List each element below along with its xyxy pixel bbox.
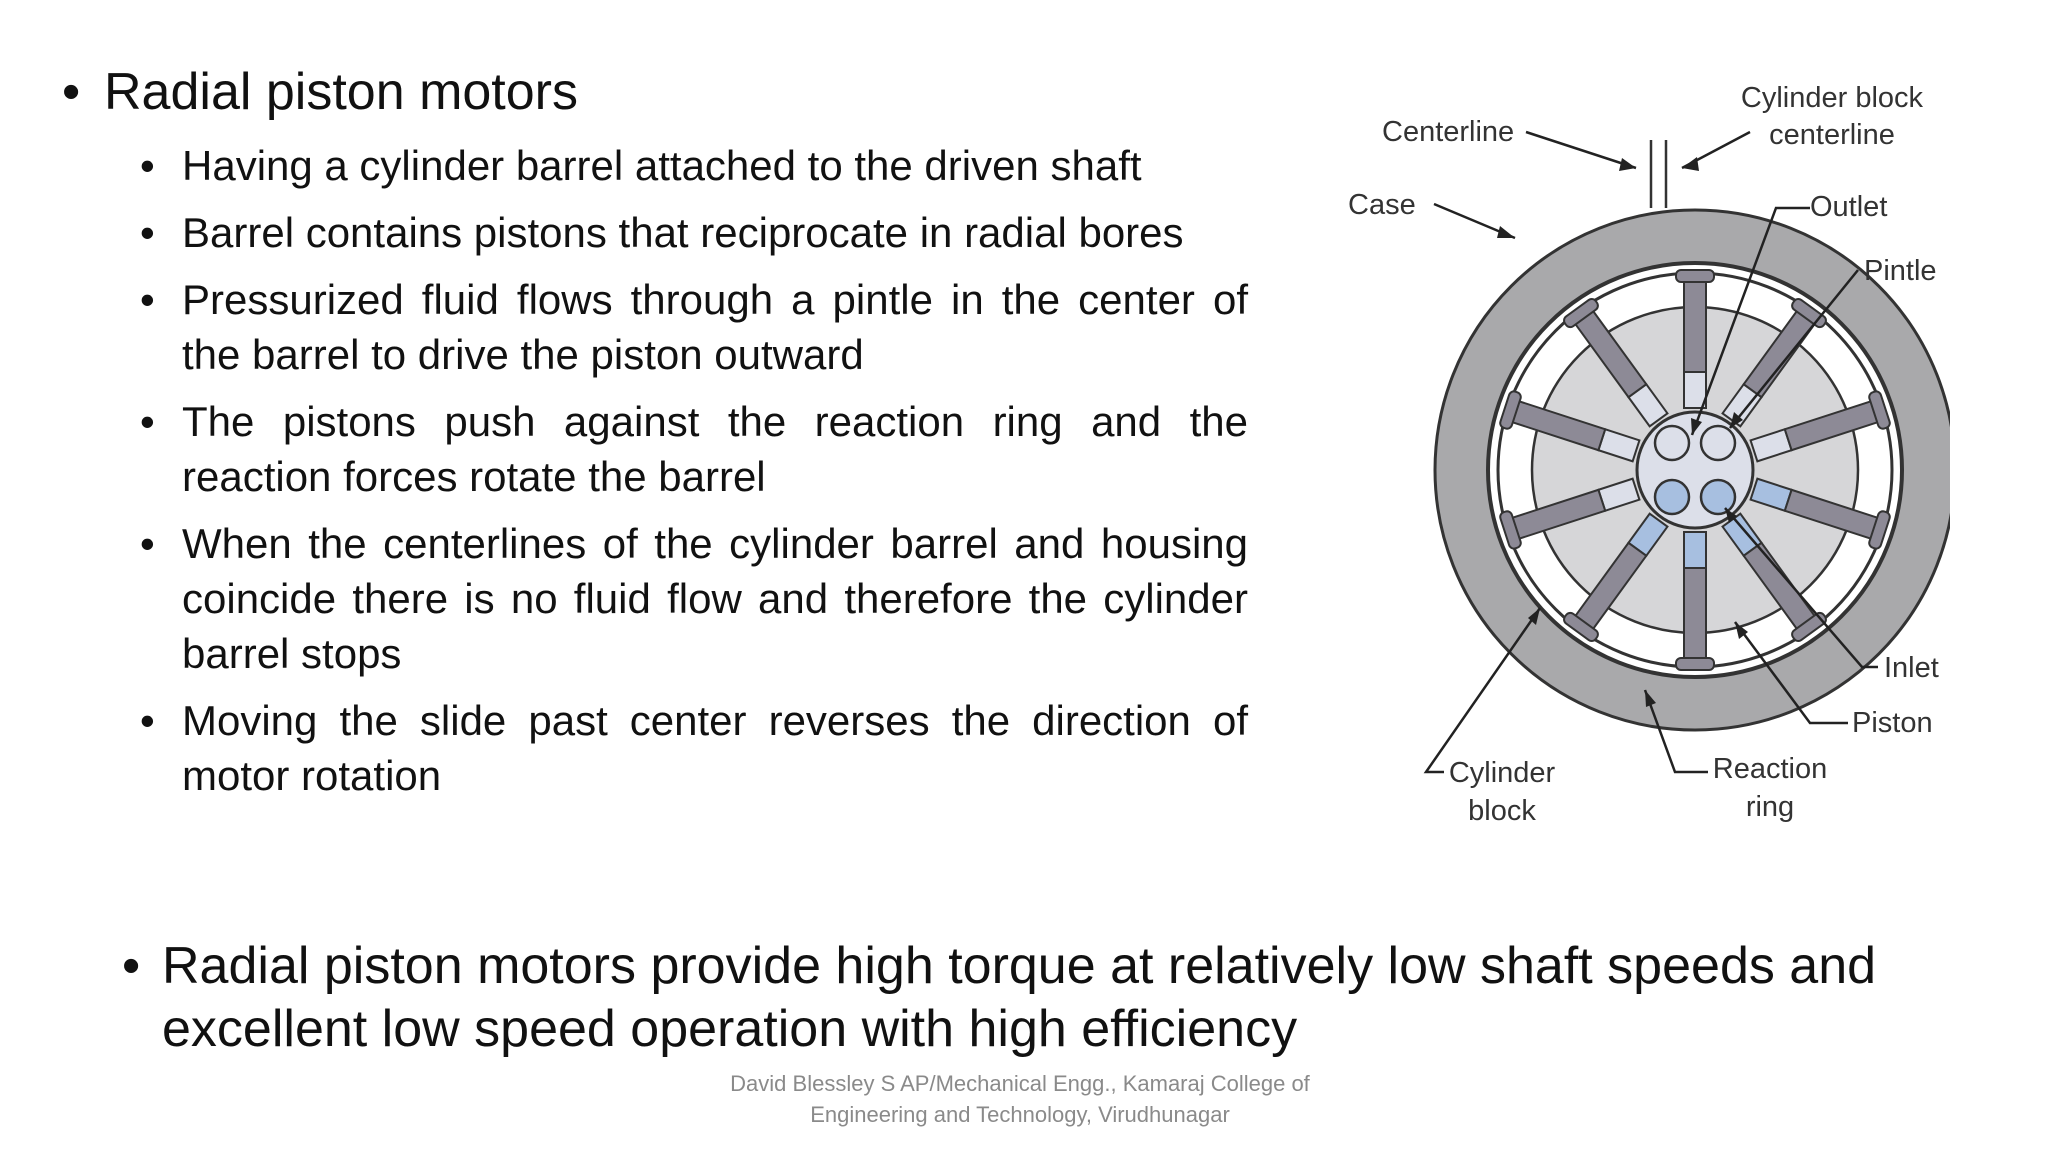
label-inlet: Inlet: [1884, 652, 1939, 684]
footer-line-2: Engineering and Technology, Virudhunagar: [810, 1102, 1230, 1127]
bullet-dot: •: [140, 697, 155, 744]
arrowhead: [1735, 622, 1748, 639]
piston-shoe: [1675, 269, 1715, 283]
radial-piston-motor-diagram: Centerline Cylinder block centerline Cas…: [1348, 82, 1950, 827]
arrowhead: [1725, 508, 1737, 523]
label-cylinder-block-centerline: centerline: [1769, 119, 1895, 151]
sub-bullet: • Moving the slide past center reverses t…: [140, 693, 1248, 803]
bullet-dot: •: [140, 142, 155, 189]
label-piston: Piston: [1852, 707, 1933, 739]
arrowhead: [1497, 226, 1515, 238]
sub-bullet: • Having a cylinder barrel attached to th…: [140, 138, 1248, 193]
cylinder-bore-fluid: [1683, 531, 1707, 569]
leader-outlet: [1690, 206, 1810, 436]
leader-inlet: [1724, 507, 1878, 669]
label-case: Case: [1348, 189, 1416, 221]
label-reaction-ring: Reaction: [1713, 753, 1827, 785]
pintle-port-outlet-left: [1653, 424, 1691, 462]
motor-drawing: [1433, 208, 1950, 732]
arrowhead: [1730, 412, 1743, 428]
leader-lines: [1423, 130, 1878, 774]
sub-bullet: • When the centerlines of the cylinder ba…: [140, 516, 1248, 681]
piston: [1683, 279, 1707, 373]
arrowhead: [1682, 157, 1699, 171]
leader-cylinder-block: [1423, 607, 1542, 774]
sub-bullet-text: Pressurized fluid flows through a pintle…: [182, 276, 1248, 378]
slide-footer: David Blessley S AP/Mechanical Engg., Ka…: [640, 1068, 1400, 1130]
piston-shoe: [1868, 390, 1891, 430]
label-outlet: Outlet: [1810, 191, 1887, 223]
piston-shoe: [1499, 510, 1522, 550]
leader-centerline: [1525, 130, 1637, 170]
arrowhead: [1619, 158, 1636, 171]
pintle-port-inlet-left: [1653, 478, 1691, 516]
pintle-port-outlet-right: [1699, 424, 1737, 462]
summary-bullet-text: Radial piston motors provide high torque…: [162, 937, 1877, 1058]
bullet-dot: •: [122, 937, 141, 995]
bullet-dot: •: [62, 63, 81, 121]
label-cylinder-block: block: [1468, 795, 1536, 827]
label-pintle: Pintle: [1864, 255, 1937, 287]
piston-shoe: [1499, 390, 1522, 430]
sub-bullet-text: The pistons push against the reaction ri…: [182, 398, 1248, 500]
bullet-dot: •: [140, 276, 155, 323]
piston-shoe: [1563, 611, 1599, 642]
sub-bullet: • The pistons push against the reaction r…: [140, 394, 1248, 504]
sub-bullet: • Barrel contains pistons that reciprocat…: [140, 205, 1248, 260]
centerlines: [1649, 140, 1668, 208]
footer-line-1: David Blessley S AP/Mechanical Engg., Ka…: [730, 1071, 1310, 1096]
sub-bullet-text: Moving the slide past center reverses th…: [182, 697, 1248, 799]
arrowhead: [1528, 608, 1540, 625]
piston-shoe: [1675, 657, 1715, 671]
bullet-dot: •: [140, 398, 155, 445]
pintle-port-inlet-right: [1699, 478, 1737, 516]
piston-shoe: [1563, 298, 1599, 329]
bullet-dot: •: [140, 520, 155, 567]
piston-shoe: [1791, 611, 1827, 642]
piston: [1683, 567, 1707, 661]
leader-pintle: [1729, 269, 1859, 429]
sub-bullet-text: Barrel contains pistons that reciprocate…: [182, 209, 1184, 256]
arrowhead: [1645, 690, 1656, 707]
pistons-group: [1499, 269, 1891, 671]
summary-bullet: • Radial piston motors provide high torq…: [122, 935, 2012, 1061]
label-cylinder-block-centerline: Cylinder block: [1741, 82, 1924, 114]
arrowhead: [1691, 418, 1702, 435]
label-reaction-ring: ring: [1746, 791, 1794, 823]
diagram-labels: Centerline Cylinder block centerline Cas…: [1348, 82, 1939, 827]
bullet-dot: •: [140, 209, 155, 256]
main-bullet-text: Radial piston motors: [104, 63, 578, 121]
sub-bullet: • Pressurized fluid flows through a pintl…: [140, 272, 1248, 382]
sub-bullet-text: Having a cylinder barrel attached to the…: [182, 142, 1142, 189]
piston-shoe: [1868, 510, 1891, 550]
leader-reaction-ring: [1643, 689, 1708, 774]
sub-bullet-list: • Having a cylinder barrel attached to th…: [140, 138, 1248, 815]
leader-piston: [1733, 621, 1848, 725]
label-cylinder-block: Cylinder: [1449, 757, 1556, 789]
label-centerline: Centerline: [1382, 116, 1514, 148]
sub-bullet-text: When the centerlines of the cylinder bar…: [182, 520, 1248, 677]
main-bullet: • Radial piston motors: [62, 60, 578, 124]
